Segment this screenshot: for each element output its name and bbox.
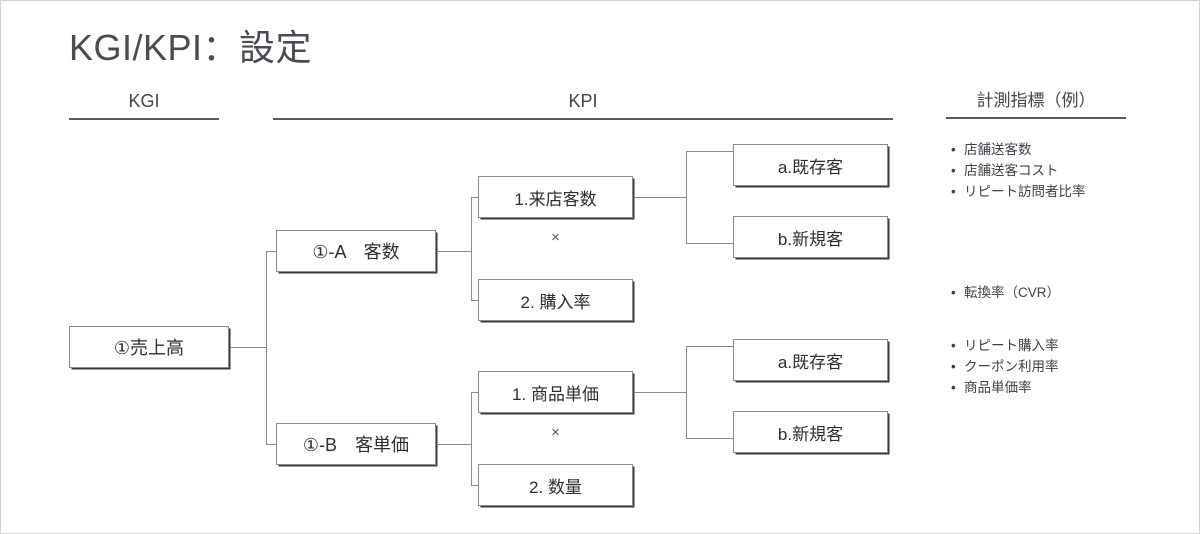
- connector-a-child1-bracket: [686, 151, 687, 243]
- connector-b-leaf-existing: [686, 346, 734, 347]
- bullet-icon: •: [951, 163, 956, 178]
- connector-a-leaf-new: [686, 243, 734, 244]
- metric-label: 店舗送客数: [964, 142, 1032, 157]
- node-b-leaf-new-customer[interactable]: b.新規客: [733, 411, 888, 453]
- connector-branch-a-stem: [437, 251, 471, 252]
- node-a-leaf-new-customer[interactable]: b.新規客: [733, 216, 888, 258]
- connector-branch-b-bracket: [471, 392, 472, 485]
- metric-label: 店舗送客コスト: [964, 163, 1059, 178]
- node-b-child-product-price[interactable]: 1. 商品単価: [478, 371, 633, 413]
- node-kgi-sales[interactable]: ①売上高: [69, 326, 229, 368]
- node-a-leaf-existing-customer[interactable]: a.既存客: [733, 144, 888, 186]
- node-b-leaf-existing-customer[interactable]: a.既存客: [733, 339, 888, 381]
- node-a-child-purchase-rate[interactable]: 2. 購入率: [478, 279, 633, 321]
- operator-multiply-branch-a: ×: [551, 229, 560, 246]
- connector-b-leaf-new: [686, 438, 734, 439]
- connector-b-child1-stem: [634, 392, 686, 393]
- metric-item: • クーポン利用率: [951, 356, 1186, 377]
- connector-kgi-stem: [230, 347, 266, 348]
- node-b-child-quantity[interactable]: 2. 数量: [478, 464, 633, 506]
- connector-branch-b-stem: [437, 444, 471, 445]
- metric-label: クーポン利用率: [964, 359, 1059, 374]
- node-a-child-store-visitors[interactable]: 1.来店客数: [478, 176, 633, 218]
- column-header-kgi: KGI: [69, 91, 219, 120]
- metric-item: • 商品単価率: [951, 377, 1186, 398]
- bullet-icon: •: [951, 142, 956, 157]
- connector-kgi-bracket: [266, 251, 267, 444]
- metric-group-2: • 転換率（CVR）: [951, 282, 1186, 303]
- node-branch-b-unit-price[interactable]: ①-B 客単価: [276, 423, 436, 465]
- metric-label: リピート訪問者比率: [964, 184, 1086, 199]
- metric-item: • リピート購入率: [951, 335, 1186, 356]
- metric-group-3: • リピート購入率 • クーポン利用率 • 商品単価率: [951, 335, 1186, 398]
- metric-item: • リピート訪問者比率: [951, 181, 1186, 202]
- connector-a-leaf-existing: [686, 151, 734, 152]
- metric-group-1: • 店舗送客数 • 店舗送客コスト • リピート訪問者比率: [951, 139, 1186, 202]
- page-title: KGI/KPI：設定: [69, 27, 313, 68]
- metric-label: リピート購入率: [964, 338, 1059, 353]
- connector-branch-a-bracket: [471, 197, 472, 300]
- column-header-kpi: KPI: [273, 91, 893, 120]
- connector-b-child1-bracket: [686, 346, 687, 438]
- connector-a-child1-stem: [634, 197, 686, 198]
- bullet-icon: •: [951, 380, 956, 395]
- bullet-icon: •: [951, 285, 956, 300]
- node-branch-a-customers[interactable]: ①-A 客数: [276, 230, 436, 272]
- bullet-icon: •: [951, 338, 956, 353]
- bullet-icon: •: [951, 184, 956, 199]
- metric-label: 転換率（CVR）: [964, 285, 1061, 300]
- metric-label: 商品単価率: [964, 380, 1032, 395]
- column-header-metrics: 計測指標（例）: [946, 86, 1126, 119]
- metric-item: • 店舗送客数: [951, 139, 1186, 160]
- metric-item: • 転換率（CVR）: [951, 282, 1186, 303]
- metric-item: • 店舗送客コスト: [951, 160, 1186, 181]
- operator-multiply-branch-b: ×: [551, 424, 560, 441]
- bullet-icon: •: [951, 359, 956, 374]
